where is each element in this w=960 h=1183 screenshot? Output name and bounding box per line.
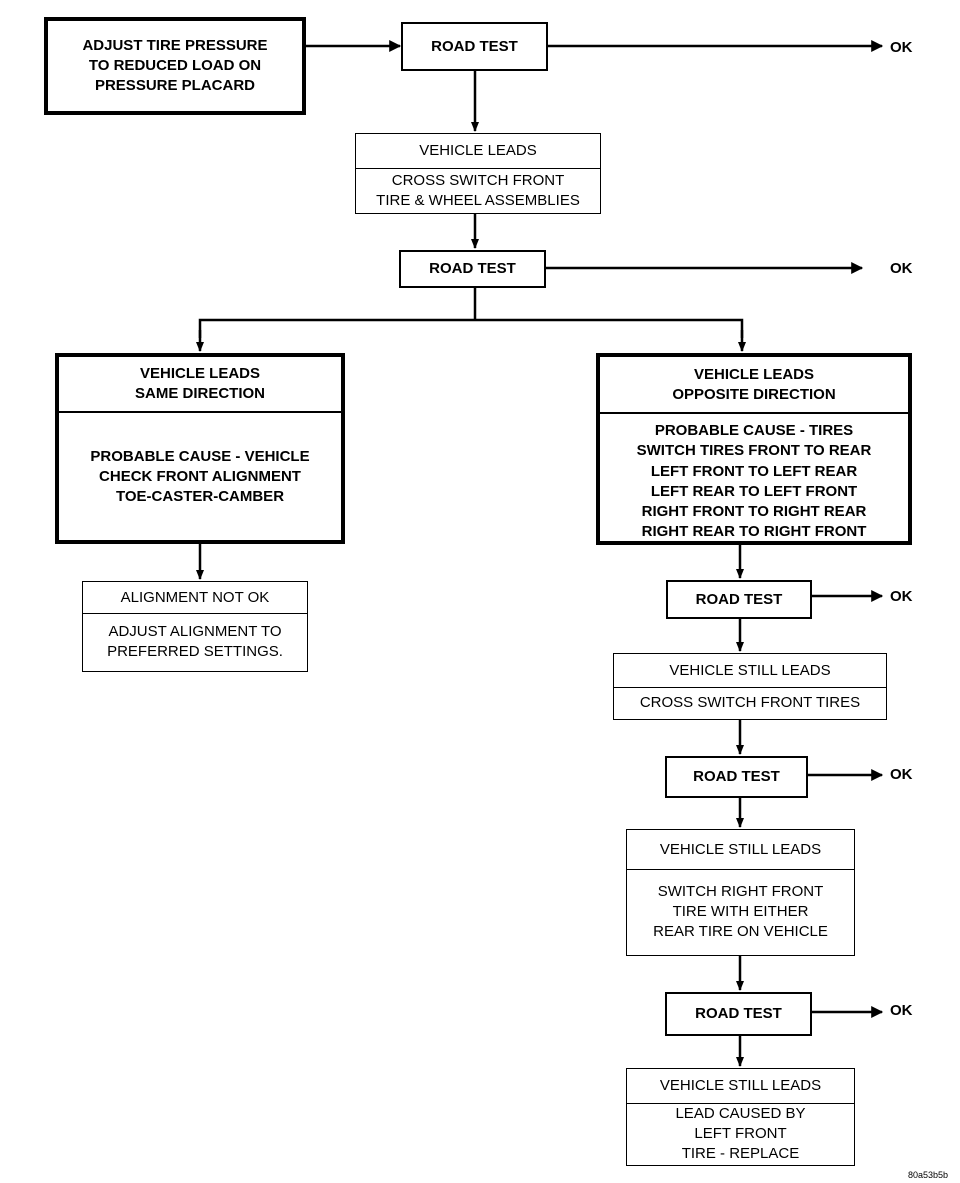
still-leads-3-box: VEHICLE STILL LEADS LEAD CAUSED BY LEFT … <box>626 1068 855 1166</box>
figure-reference: 80a53b5b <box>908 1170 949 1180</box>
same-direction-header: VEHICLE LEADS SAME DIRECTION <box>59 357 341 413</box>
vehicle-leads-box: VEHICLE LEADS CROSS SWITCH FRONT TIRE & … <box>355 133 601 214</box>
start-box: ADJUST TIRE PRESSURE TO REDUCED LOAD ON … <box>44 17 306 115</box>
road-test-2-box: ROAD TEST <box>399 250 546 288</box>
ok-label-2: OK <box>890 260 913 277</box>
road-test-2-label: ROAD TEST <box>429 260 516 277</box>
still-leads-2-body: SWITCH RIGHT FRONT TIRE WITH EITHER REAR… <box>653 883 828 940</box>
road-test-5-label: ROAD TEST <box>695 1005 782 1022</box>
alignment-body: ADJUST ALIGNMENT TO PREFERRED SETTINGS. <box>107 623 283 660</box>
opposite-direction-cause: PROBABLE CAUSE - TIRES SWITCH TIRES FRON… <box>636 422 872 459</box>
road-test-1-label: ROAD TEST <box>431 37 518 55</box>
road-test-5-box: ROAD TEST <box>665 992 812 1036</box>
still-leads-1-body: CROSS SWITCH FRONT TIRES <box>639 694 861 711</box>
still-leads-2-box: VEHICLE STILL LEADS SWITCH RIGHT FRONT T… <box>626 829 855 956</box>
road-test-3-box: ROAD TEST <box>666 580 812 619</box>
opposite-direction-moves: LEFT FRONT TO LEFT REAR LEFT REAR TO LEF… <box>641 463 867 540</box>
still-leads-1-header: VEHICLE STILL LEADS <box>614 654 886 688</box>
opposite-direction-box: VEHICLE LEADS OPPOSITE DIRECTION PROBABL… <box>596 353 912 545</box>
still-leads-3-header: VEHICLE STILL LEADS <box>627 1069 854 1104</box>
still-leads-1-box: VEHICLE STILL LEADS CROSS SWITCH FRONT T… <box>613 653 887 720</box>
ok-label-4: OK <box>890 766 913 783</box>
still-leads-2-header: VEHICLE STILL LEADS <box>627 830 854 870</box>
road-test-4-label: ROAD TEST <box>693 768 780 785</box>
alignment-box: ALIGNMENT NOT OK ADJUST ALIGNMENT TO PRE… <box>82 581 308 672</box>
same-direction-box: VEHICLE LEADS SAME DIRECTION PROBABLE CA… <box>55 353 345 544</box>
opposite-direction-header: VEHICLE LEADS OPPOSITE DIRECTION <box>600 357 908 414</box>
same-direction-body: PROBABLE CAUSE - VEHICLE CHECK FRONT ALI… <box>90 448 310 505</box>
ok-label-3: OK <box>890 588 913 605</box>
vehicle-leads-body: CROSS SWITCH FRONT TIRE & WHEEL ASSEMBLI… <box>376 171 580 209</box>
ok-label-1: OK <box>890 39 913 56</box>
road-test-4-box: ROAD TEST <box>665 756 808 798</box>
start-box-text: ADJUST TIRE PRESSURE TO REDUCED LOAD ON … <box>82 37 268 94</box>
road-test-3-label: ROAD TEST <box>695 590 783 608</box>
vehicle-leads-header: VEHICLE LEADS <box>356 134 600 169</box>
ok-label-5: OK <box>890 1002 913 1019</box>
split-bar <box>198 318 744 338</box>
road-test-1-box: ROAD TEST <box>401 22 548 71</box>
alignment-header: ALIGNMENT NOT OK <box>83 582 307 614</box>
still-leads-3-body: LEAD CAUSED BY LEFT FRONT TIRE - REPLACE <box>675 1105 806 1162</box>
